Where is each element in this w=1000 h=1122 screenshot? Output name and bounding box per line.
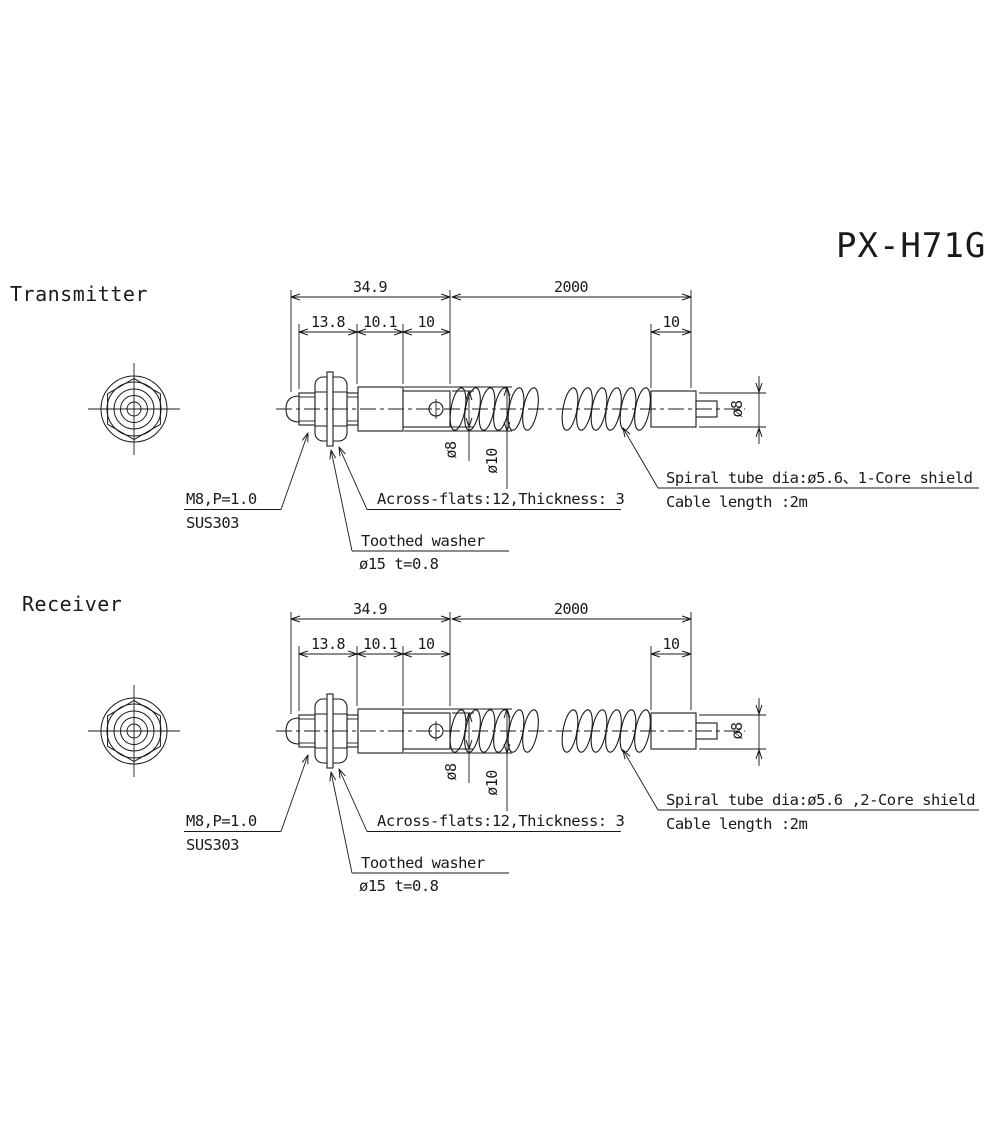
receiver-label: Receiver (22, 592, 122, 616)
dia-body-large: ø10 (483, 770, 501, 796)
note-cable: Cable length :2m (666, 493, 807, 511)
note-material: SUS303 (186, 836, 239, 854)
note-thread: M8,P=1.0 (186, 812, 257, 830)
note-nut: Across-flats:12,Thickness: 3 (377, 812, 624, 830)
transmitter-label: Transmitter (10, 282, 148, 306)
note-washer-size: ø15 t=0.8 (359, 877, 439, 895)
note-washer-size: ø15 t=0.8 (359, 555, 439, 573)
dim-end: 10 (662, 313, 680, 331)
dim-overall: 34.9 (353, 278, 388, 296)
note-material: SUS303 (186, 514, 239, 532)
note-washer: Toothed washer (361, 854, 485, 872)
transmitter-drawing (88, 290, 979, 551)
note-spiral-tube: Spiral tube dia:ø5.6、1-Core shield (666, 469, 972, 487)
drawing-title: PX-H71G (836, 226, 986, 266)
dim-seg1: 13.8 (311, 635, 346, 653)
dia-cable-end: ø8 (728, 400, 746, 418)
dia-body-small: ø8 (442, 763, 460, 781)
dim-seg3: 10 (417, 313, 435, 331)
receiver-drawing (88, 612, 979, 873)
dia-cable-end: ø8 (728, 722, 746, 740)
note-washer: Toothed washer (361, 532, 485, 550)
dim-seg2: 10.1 (363, 313, 398, 331)
dim-seg3: 10 (417, 635, 435, 653)
note-nut: Across-flats:12,Thickness: 3 (377, 490, 624, 508)
dim-seg1: 13.8 (311, 313, 346, 331)
transmitter-section: Transmitter 34.9 2000 13.8 10.1 10 10 ø8… (10, 278, 979, 573)
dim-seg2: 10.1 (363, 635, 398, 653)
dia-body-small: ø8 (442, 441, 460, 459)
note-spiral-tube: Spiral tube dia:ø5.6 ,2-Core shield (666, 791, 975, 809)
dia-body-large: ø10 (483, 448, 501, 474)
dim-overall: 34.9 (353, 600, 388, 618)
dim-cable-length: 2000 (554, 600, 589, 618)
dim-end: 10 (662, 635, 680, 653)
dim-cable-length: 2000 (554, 278, 589, 296)
receiver-section: Receiver 34.9 2000 13.8 10.1 10 10 ø8 ø1… (22, 592, 979, 895)
note-cable: Cable length :2m (666, 815, 807, 833)
note-thread: M8,P=1.0 (186, 490, 257, 508)
